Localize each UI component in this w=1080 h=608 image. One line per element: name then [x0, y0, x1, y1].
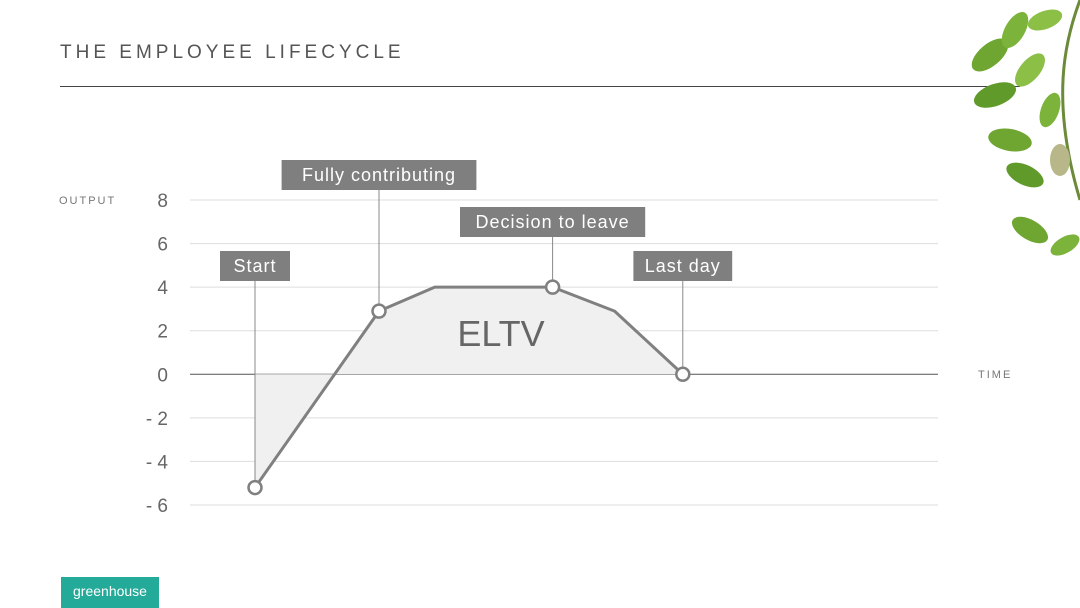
output-series-line: [253, 285, 684, 489]
y-axis-label: OUTPUT: [59, 195, 117, 207]
milestone-label: Fully contributing: [302, 165, 456, 185]
page-title: THE EMPLOYEE LIFECYCLE: [60, 42, 405, 63]
y-tick-label: 0: [157, 365, 168, 386]
y-tick-label: 8: [157, 191, 168, 212]
x-axis-label: TIME: [978, 369, 1013, 381]
milestone-label: Decision to leave: [476, 212, 630, 232]
title-divider: [60, 86, 1020, 87]
y-tick-label: 4: [157, 278, 168, 299]
y-tick-label: 6: [157, 235, 168, 256]
y-tick-label: - 4: [146, 452, 169, 473]
milestone-marker: [544, 279, 561, 295]
y-tick-label: 2: [157, 322, 168, 343]
milestone-label-box: [281, 160, 477, 190]
greenhouse-logo: greenhouse: [61, 577, 159, 608]
milestone-label-box: [633, 251, 733, 281]
leaf-decoration-icon: [971, 0, 1080, 256]
y-tick-label: - 6: [146, 496, 168, 517]
milestone-label: Start: [233, 256, 276, 276]
milestone-marker: [371, 303, 387, 319]
milestone-marker: [247, 479, 263, 496]
milestone-label-box: [460, 207, 646, 237]
milestone-label-box: [220, 251, 290, 281]
milestone-marker: [675, 366, 691, 383]
milestone-label: Last day: [645, 256, 721, 276]
eltv-area-label: ELTV: [457, 313, 544, 354]
y-tick-label: - 2: [146, 409, 168, 430]
